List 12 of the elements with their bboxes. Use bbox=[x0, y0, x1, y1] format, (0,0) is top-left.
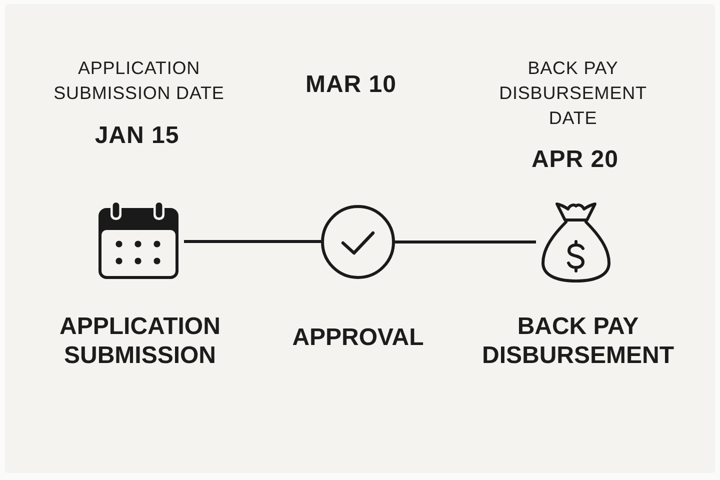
connector-line bbox=[395, 240, 536, 244]
step-label: BACK PAY DISBURSEMENT bbox=[481, 312, 675, 370]
check-circle-icon bbox=[321, 205, 395, 279]
date-caption: APPLICATION SUBMISSION DATE bbox=[53, 57, 225, 105]
connector-line bbox=[184, 240, 321, 243]
step-label: APPROVAL bbox=[292, 323, 424, 352]
date-caption: BACK PAY DISBURSEMENT DATE bbox=[498, 57, 648, 130]
money-bag-icon bbox=[540, 201, 612, 283]
date-label: MAR 10 bbox=[304, 71, 398, 99]
date-label: JAN 15 bbox=[94, 122, 180, 150]
date-label: APR 20 bbox=[530, 146, 620, 174]
step-label: APPLICATION SUBMISSION bbox=[59, 312, 221, 370]
